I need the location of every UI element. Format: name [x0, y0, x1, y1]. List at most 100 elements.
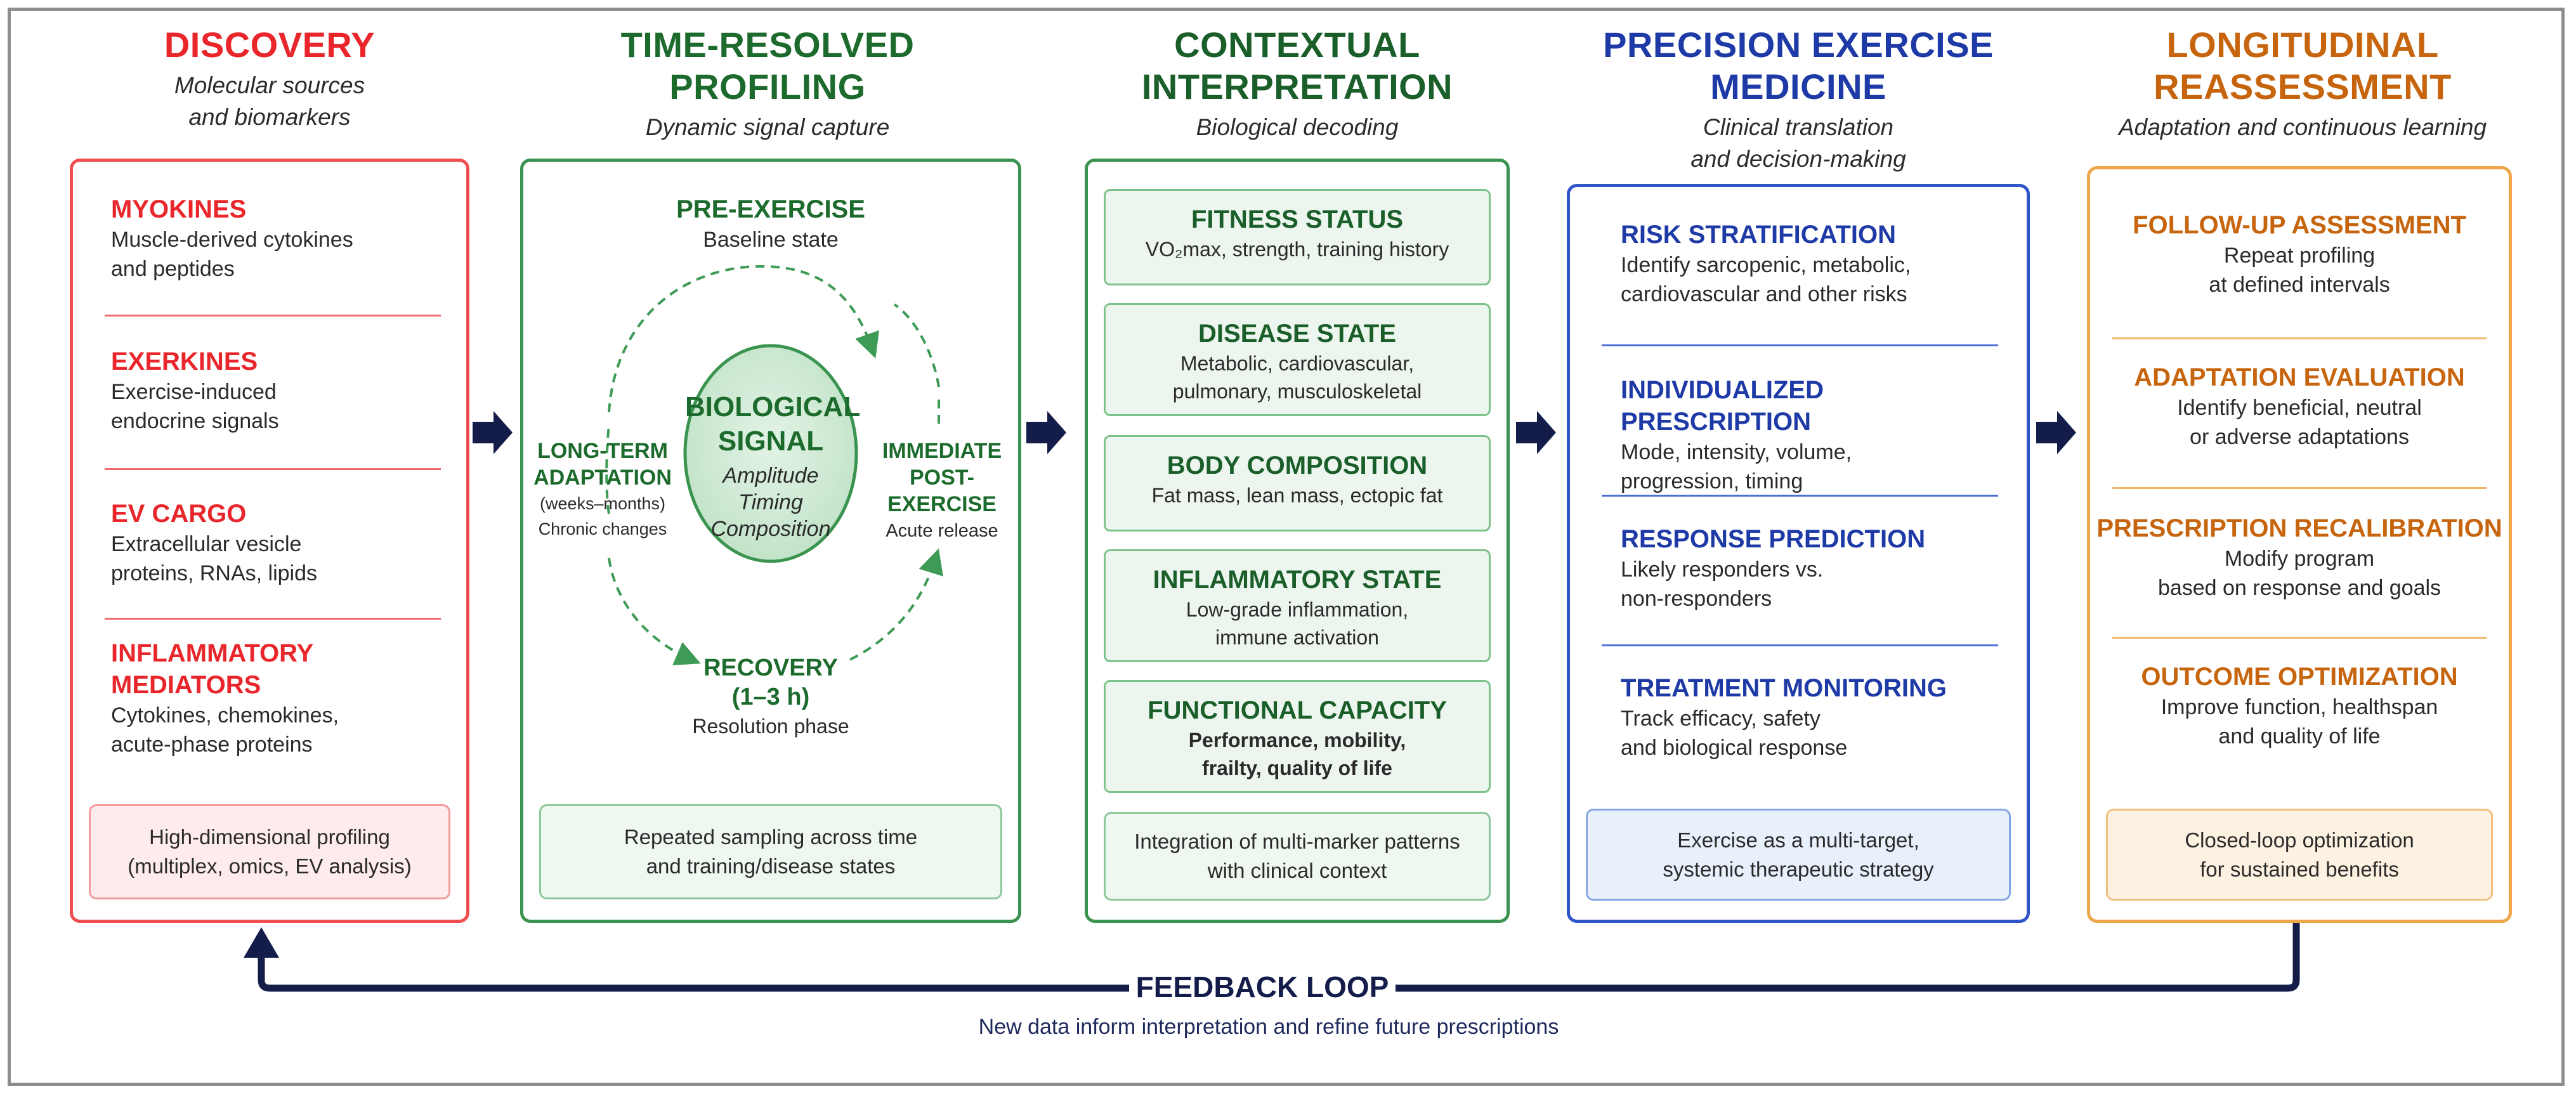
item-title: ADAPTATION EVALUATION: [2134, 363, 2465, 391]
discovery-item-ev-cargo: EV CARGO Extracellular vesicle proteins,…: [111, 498, 454, 588]
stage-title: PRE-EXERCISE: [676, 195, 865, 223]
signal-attribute: Timing: [738, 490, 803, 514]
stage-immediate-post-exercise: IMMEDIATE POST-EXERCISE Acute release: [866, 438, 1018, 544]
stage-recovery: RECOVERY (1–3 h) Resolution phase: [660, 653, 882, 741]
figure-frame: [8, 8, 2565, 1086]
context-text: Fat mass, lean mass, ectopic fat: [1151, 484, 1443, 507]
item-text: Likely responders vs.: [1621, 558, 1824, 582]
divider: [1602, 644, 1998, 646]
cycle-arrow: [605, 424, 610, 514]
item-title: EV CARGO: [111, 500, 247, 528]
column-subtitle: and biomarkers: [188, 104, 351, 130]
discovery-item-inflammatory-mediators: INFLAMMATORY MEDIATORS Cytokines, chemok…: [111, 637, 454, 759]
divider: [2112, 487, 2487, 489]
stage-text: Acute release: [886, 521, 998, 541]
signal-attribute: Composition: [710, 517, 831, 541]
context-text: Metabolic, cardiovascular,: [1180, 352, 1415, 375]
footer-text: for sustained benefits: [2200, 857, 2399, 881]
stage-title: (1–3 h): [731, 684, 810, 710]
column-header-discovery: DISCOVERY Molecular sources and biomarke…: [70, 24, 469, 133]
context-box-disease-state: DISEASE STATE Metabolic, cardiovascular,…: [1104, 303, 1491, 416]
column-title: LONGITUDINAL: [2166, 25, 2439, 65]
precision-item-treatment-monitoring: TREATMENT MONITORING Track efficacy, saf…: [1621, 672, 2014, 762]
item-title: INFLAMMATORY: [111, 639, 314, 667]
divider: [1602, 344, 1998, 346]
stage-title: LONG-TERM: [537, 439, 668, 463]
item-title: INDIVIDUALIZED PRESCRIPTION: [1621, 376, 1824, 436]
context-box-body-composition: BODY COMPOSITION Fat mass, lean mass, ec…: [1104, 435, 1491, 532]
item-text: Improve function, healthspan: [2161, 695, 2438, 719]
context-text: pulmonary, musculoskeletal: [1172, 380, 1422, 403]
item-text: endocrine signals: [111, 409, 279, 433]
stage-text: (weeks–months): [539, 494, 666, 513]
divider: [2112, 637, 2487, 639]
column-title: DISCOVERY: [164, 25, 376, 65]
item-text: Mode, intensity, volume,: [1621, 440, 1852, 464]
signal-title: SIGNAL: [717, 426, 824, 457]
column-subtitle: Dynamic signal capture: [645, 114, 890, 140]
longitudinal-item-outcome-optimization: OUTCOME OPTIMIZATION Improve function, h…: [2093, 661, 2506, 751]
column-title: REASSESSMENT: [2154, 67, 2452, 107]
footer-text: with clinical context: [1207, 859, 1387, 882]
discovery-item-myokines: MYOKINES Muscle-derived cytokines and pe…: [111, 193, 454, 284]
stage-title: POST-EXERCISE: [887, 466, 997, 516]
right-arrow-icon: [1026, 411, 1066, 454]
item-text: Cytokines, chemokines,: [111, 703, 339, 727]
longitudinal-panel: [2087, 166, 2512, 923]
context-box-inflammatory-state: INFLAMMATORY STATE Low-grade inflammatio…: [1104, 549, 1491, 662]
longitudinal-item-prescription-recalibration: PRESCRIPTION RECALIBRATION Modify progra…: [2093, 512, 2506, 603]
feedback-text: New data inform interpretation and refin…: [978, 1015, 1559, 1039]
profiling-footer-box: Repeated sampling across time and traini…: [539, 804, 1002, 899]
divider: [105, 315, 441, 316]
column-header-precision: PRECISION EXERCISE MEDICINE Clinical tra…: [1567, 24, 2030, 175]
item-title: RESPONSE PREDICTION: [1621, 525, 1926, 553]
column-subtitle: and decision-making: [1690, 146, 1906, 172]
feedback-loop-line: [1396, 923, 2300, 992]
item-text: Identify beneficial, neutral: [2177, 396, 2422, 420]
context-title: BODY COMPOSITION: [1167, 452, 1428, 480]
item-title: MEDIATORS: [111, 671, 261, 699]
item-text: Extracellular vesicle: [111, 532, 302, 556]
footer-text: Integration of multi-marker patterns: [1134, 830, 1460, 853]
biological-signal-ellipse: [683, 344, 858, 563]
context-text: VO₂max, strength, training history: [1145, 238, 1449, 261]
interpretation-footer-box: Integration of multi-marker patterns wit…: [1104, 812, 1491, 901]
item-title: OUTCOME OPTIMIZATION: [2141, 663, 2458, 691]
item-text: Identify sarcopenic, metabolic,: [1621, 253, 1911, 277]
right-arrow-icon: [1516, 411, 1556, 454]
column-subtitle: Molecular sources: [174, 72, 365, 98]
column-title: PROFILING: [669, 67, 866, 107]
stage-text: Resolution phase: [692, 715, 849, 738]
item-text: acute-phase proteins: [111, 733, 313, 757]
item-text: and peptides: [111, 257, 235, 281]
discovery-footer-box: High-dimensional profiling (multiplex, o…: [89, 804, 450, 899]
precision-item-response-prediction: RESPONSE PREDICTION Likely responders vs…: [1621, 523, 2014, 613]
stage-text: Baseline state: [703, 228, 839, 252]
right-arrow-icon: [473, 411, 513, 454]
context-text: Low-grade inflammation,: [1186, 598, 1409, 621]
longitudinal-footer-box: Closed-loop optimization for sustained b…: [2106, 809, 2493, 901]
context-title: FITNESS STATUS: [1191, 206, 1404, 233]
context-text: Performance, mobility,: [1188, 729, 1406, 752]
item-title: RISK STRATIFICATION: [1621, 221, 1897, 249]
right-arrow-icon: [2036, 411, 2076, 454]
item-text: at defined intervals: [2209, 273, 2390, 297]
item-text: based on response and goals: [2157, 576, 2442, 600]
context-text: frailty, quality of life: [1202, 757, 1392, 780]
footer-text: Repeated sampling across time: [624, 825, 918, 849]
footer-text: and training/disease states: [646, 854, 896, 878]
footer-text: Closed-loop optimization: [2185, 828, 2414, 852]
item-title: TREATMENT MONITORING: [1621, 674, 1947, 702]
precision-item-risk-stratification: RISK STRATIFICATION Identify sarcopenic,…: [1621, 219, 2014, 309]
signal-title: BIOLOGICAL: [685, 391, 861, 422]
stage-title: RECOVERY: [703, 655, 838, 681]
divider: [1602, 495, 1998, 497]
item-text: Track efficacy, safety: [1621, 707, 1821, 731]
biological-signal: BIOLOGICAL SIGNAL Amplitude Timing Compo…: [685, 390, 861, 542]
stage-title: ADAPTATION: [533, 466, 672, 490]
cycle-arrow: [608, 264, 879, 413]
column-title: INTERPRETATION: [1141, 67, 1453, 107]
discovery-item-exerkines: EXERKINES Exercise-induced endocrine sig…: [111, 346, 454, 436]
longitudinal-item-adaptation-evaluation: ADAPTATION EVALUATION Identify beneficia…: [2093, 362, 2506, 452]
item-title: FOLLOW-UP ASSESSMENT: [2133, 211, 2466, 239]
